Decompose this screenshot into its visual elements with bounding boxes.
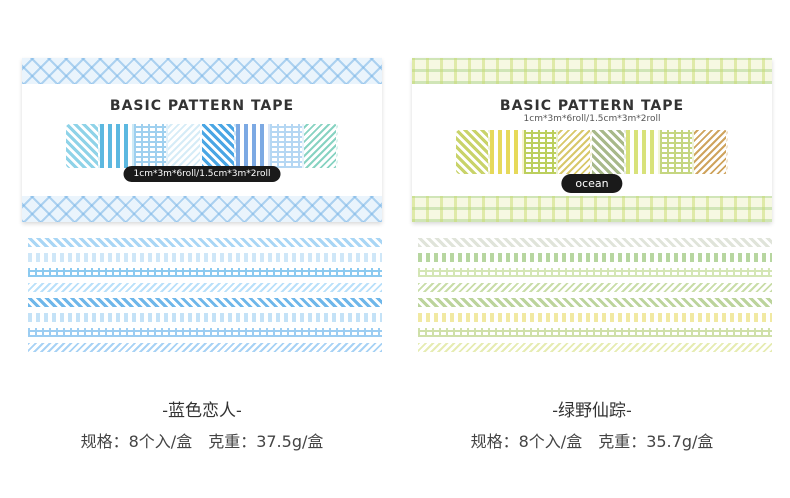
- tape-strip: [28, 328, 382, 337]
- box-spec-label: 1cm*3m*6roll/1.5cm*3m*2roll: [123, 166, 281, 182]
- tape-strip: [28, 283, 382, 292]
- tape-roll: [490, 130, 524, 174]
- tape-strip: [28, 253, 382, 262]
- tape-roll: [524, 130, 558, 174]
- box-window: BASIC PATTERN TAPE 1cm*3m*6roll/1.5cm*3m…: [442, 86, 742, 194]
- tape-roll: [100, 124, 134, 168]
- tape-rolls: [66, 124, 338, 168]
- box-pattern-top: [412, 58, 772, 84]
- product-card-green: BASIC PATTERN TAPE 1cm*3m*6roll/1.5cm*3m…: [402, 0, 782, 498]
- tape-rolls: [456, 130, 728, 174]
- tape-strip: [418, 328, 772, 337]
- product-spec: 规格：8个入/盒 克重：37.5g/盒: [80, 432, 324, 451]
- box-pattern-bottom: [22, 196, 382, 222]
- tape-strip: [418, 268, 772, 277]
- tape-roll: [236, 124, 270, 168]
- tape-strip: [28, 298, 382, 307]
- tape-roll: [558, 130, 592, 174]
- tape-box: BASIC PATTERN TAPE 1cm*3m*6roll/1.5cm*3m…: [412, 58, 772, 222]
- tape-roll: [134, 124, 168, 168]
- box-spec-label: 1cm*3m*6roll/1.5cm*3m*2roll: [523, 114, 661, 124]
- tape-roll: [202, 124, 236, 168]
- brand-title: BASIC PATTERN TAPE: [499, 98, 685, 114]
- series-name-pill: ocean: [561, 174, 623, 193]
- tape-box: BASIC PATTERN TAPE 1cm*3m*6roll/1.5cm*3m…: [22, 58, 382, 222]
- tape-roll: [270, 124, 304, 168]
- tape-roll: [304, 124, 338, 168]
- tape-roll: [592, 130, 626, 174]
- tape-strips: [28, 238, 382, 368]
- tape-roll: [626, 130, 660, 174]
- tape-roll: [694, 130, 728, 174]
- tape-strip: [28, 268, 382, 277]
- product-card-blue: BASIC PATTERN TAPE 1cm*3m*6roll/1.5cm*3m…: [12, 0, 392, 498]
- tape-strip: [28, 238, 382, 247]
- brand-title: BASIC PATTERN TAPE: [109, 98, 295, 114]
- tape-strips: [418, 238, 772, 368]
- tape-strip: [418, 253, 772, 262]
- product-spec: 规格：8个入/盒 克重：35.7g/盒: [470, 432, 714, 451]
- box-pattern-bottom: [412, 196, 772, 222]
- box-pattern-top: [22, 58, 382, 84]
- tape-strip: [418, 238, 772, 247]
- tape-strip: [418, 313, 772, 322]
- product-name: -蓝色恋人-: [162, 401, 242, 421]
- tape-roll: [660, 130, 694, 174]
- tape-strip: [418, 298, 772, 307]
- tape-strip: [28, 343, 382, 352]
- tape-strip: [418, 343, 772, 352]
- tape-roll: [168, 124, 202, 168]
- product-name: -绿野仙踪-: [552, 401, 632, 421]
- tape-strip: [28, 313, 382, 322]
- tape-roll: [456, 130, 490, 174]
- box-window: BASIC PATTERN TAPE 1cm*3m*6roll/1.5cm*3m…: [52, 86, 352, 194]
- tape-strip: [418, 283, 772, 292]
- tape-roll: [66, 124, 100, 168]
